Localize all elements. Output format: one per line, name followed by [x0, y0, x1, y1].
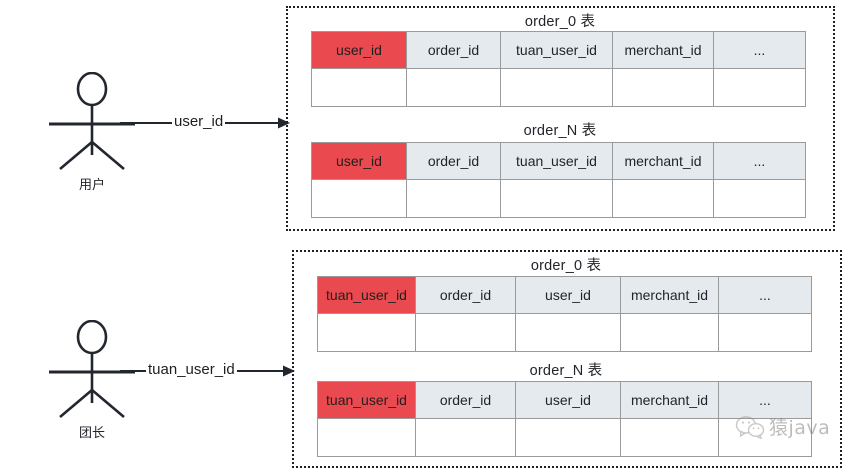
tuan-shard-group [292, 250, 842, 468]
table-cell [311, 68, 407, 107]
table-title-user-order-0: order_0 表 [524, 14, 596, 30]
column-header-key: user_id [311, 31, 407, 69]
table-cell [718, 313, 812, 352]
actor-label-user: 用户 [78, 177, 105, 192]
connector-label-tuan-route: tuan_user_id [146, 361, 237, 378]
column-header-key: tuan_user_id [317, 381, 416, 419]
table-cell [415, 313, 516, 352]
column-header: ... [713, 31, 806, 69]
actor-label-tuanzhang: 团长 [78, 425, 105, 440]
table-cell [317, 418, 416, 457]
stick-figure-icon [49, 71, 135, 170]
table-body-row [311, 179, 806, 218]
table-header-row: user_id order_id tuan_user_id merchant_i… [311, 31, 806, 69]
table-title-tuan-order-n: order_N 表 [529, 363, 603, 379]
column-header: merchant_id [620, 381, 719, 419]
table-tuan-order-0: tuan_user_id order_id user_id merchant_i… [317, 276, 812, 352]
table-header-row: user_id order_id tuan_user_id merchant_i… [311, 142, 806, 180]
table-cell [500, 179, 613, 218]
column-header: user_id [515, 276, 621, 314]
table-body-row [317, 313, 812, 352]
column-header: order_id [406, 142, 501, 180]
column-header: order_id [406, 31, 501, 69]
table-cell [620, 313, 719, 352]
table-cell [311, 179, 407, 218]
table-user-order-0: user_id order_id tuan_user_id merchant_i… [311, 31, 806, 107]
table-header-row: tuan_user_id order_id user_id merchant_i… [317, 276, 812, 314]
table-cell [406, 179, 501, 218]
actor-user: 用户 [44, 71, 140, 192]
table-cell [515, 418, 621, 457]
table-body-row [317, 418, 812, 457]
table-title-user-order-n: order_N 表 [523, 123, 597, 139]
column-header: ... [713, 142, 806, 180]
table-cell [620, 418, 719, 457]
table-cell [612, 68, 714, 107]
table-cell [612, 179, 714, 218]
table-cell [406, 68, 501, 107]
table-title-tuan-order-0: order_0 表 [530, 258, 602, 274]
column-header: merchant_id [612, 142, 714, 180]
column-header-key: user_id [311, 142, 407, 180]
table-tuan-order-n: tuan_user_id order_id user_id merchant_i… [317, 381, 812, 457]
user-shard-group [286, 6, 835, 231]
table-cell [713, 68, 806, 107]
column-header: order_id [415, 381, 516, 419]
table-cell [515, 313, 621, 352]
table-user-order-n: user_id order_id tuan_user_id merchant_i… [311, 142, 806, 218]
column-header: tuan_user_id [500, 31, 613, 69]
column-header: user_id [515, 381, 621, 419]
table-body-row [311, 68, 806, 107]
column-header: merchant_id [620, 276, 719, 314]
table-cell [415, 418, 516, 457]
table-header-row: tuan_user_id order_id user_id merchant_i… [317, 381, 812, 419]
connector-label-user-route: user_id [172, 113, 226, 130]
column-header: tuan_user_id [500, 142, 613, 180]
column-header: order_id [415, 276, 516, 314]
table-cell [500, 68, 613, 107]
column-header-key: tuan_user_id [317, 276, 416, 314]
column-header: merchant_id [612, 31, 714, 69]
table-cell [713, 179, 806, 218]
table-cell [317, 313, 416, 352]
column-header: ... [718, 381, 812, 419]
table-cell [718, 418, 812, 457]
column-header: ... [718, 276, 812, 314]
